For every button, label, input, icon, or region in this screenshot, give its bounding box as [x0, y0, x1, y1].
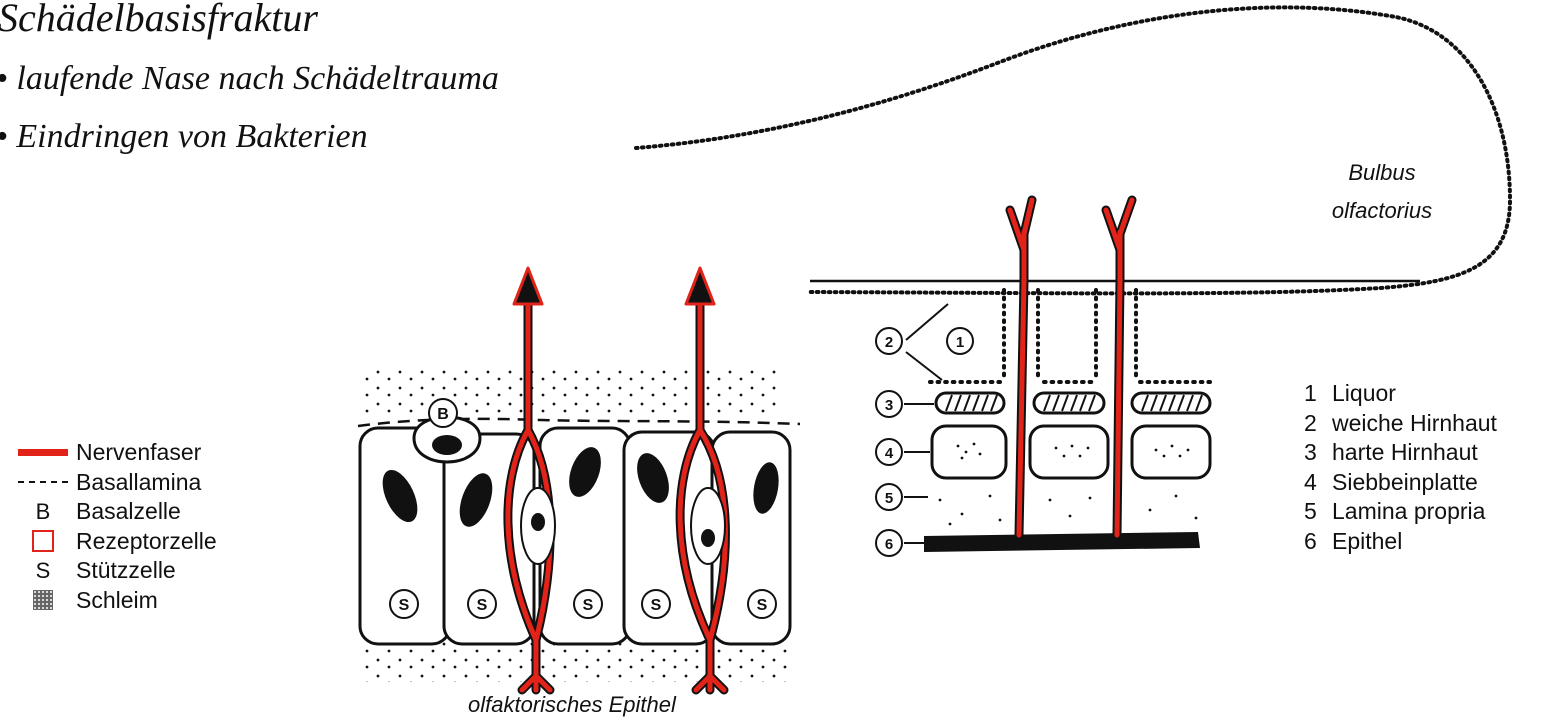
letter-b-icon: B [36, 499, 51, 525]
letter-s-icon: S [36, 558, 51, 584]
callout-label-1: 1 [956, 334, 964, 351]
red-square-icon [32, 530, 54, 552]
bulbus-label: Bulbus [1348, 160, 1415, 185]
numbered-legend-label: Lamina propria [1332, 498, 1485, 524]
epithelium-mucus [360, 640, 790, 682]
support-cell-label: S [399, 597, 410, 614]
numbered-legend-number: 1 [1304, 380, 1332, 407]
support-cell-label: S [583, 597, 594, 614]
cribriform-plate [932, 426, 1210, 478]
callout-label-2: 2 [885, 334, 893, 351]
legend-item-nervenfaser: Nervenfaser [10, 438, 217, 468]
epithel-bar [924, 532, 1200, 552]
callout-label-6: 6 [885, 536, 893, 553]
legend-item-basallamina: Basallamina [10, 468, 217, 498]
callout-label-5: 5 [885, 490, 893, 507]
dot-pattern-icon [33, 590, 53, 610]
legend-label: Nervenfaser [76, 439, 201, 466]
nerve-line-icon [18, 449, 68, 456]
numbered-legend-label: Siebbeinplatte [1332, 469, 1478, 495]
numbered-legend-label: harte Hirnhaut [1332, 439, 1478, 465]
support-cell-label: S [757, 597, 768, 614]
numbered-legend-number: 2 [1304, 410, 1332, 437]
bulbus-outline [636, 7, 1510, 293]
legend-item-stuetzzelle: S Stützzelle [10, 556, 217, 586]
legend-label: Stützzelle [76, 557, 176, 584]
callout-label-4: 4 [885, 445, 894, 462]
legend-label: Basalzelle [76, 498, 181, 525]
support-cell-label: S [477, 597, 488, 614]
dashed-line-icon [18, 481, 68, 483]
numbered-legend-number: 6 [1304, 528, 1332, 555]
epithelium-caption: olfaktorisches Epithel [468, 692, 676, 718]
legend-label: Basallamina [76, 469, 201, 496]
receptor-arrowheads [514, 268, 714, 304]
legend-item-basalzelle: B Basalzelle [10, 497, 217, 527]
nerve-fibers-bulbus [1010, 200, 1132, 535]
numbered-legend-label: Epithel [1332, 528, 1402, 554]
epithelium-top-dots [360, 365, 780, 413]
bulbus-label-2: olfactorius [1332, 198, 1432, 223]
numbered-legend-label: Liquor [1332, 380, 1396, 406]
support-cell-label: S [651, 597, 662, 614]
numbered-legend-label: weiche Hirnhaut [1332, 410, 1497, 436]
legend-label: Rezeptorzelle [76, 528, 217, 555]
callout-label-3: 3 [885, 397, 893, 414]
basal-cell-label: B [437, 406, 449, 423]
numbered-legend-number: 3 [1304, 439, 1332, 466]
symbol-legend: Nervenfaser Basallamina B Basalzelle Rez… [10, 438, 217, 615]
numbered-legend-number: 5 [1304, 498, 1332, 525]
legend-item-rezeptorzelle: Rezeptorzelle [10, 527, 217, 557]
numbered-legend-number: 4 [1304, 469, 1332, 496]
legend-item-schleim: Schleim [10, 586, 217, 616]
lamina-propria [939, 495, 1198, 526]
legend-label: Schleim [76, 587, 158, 614]
